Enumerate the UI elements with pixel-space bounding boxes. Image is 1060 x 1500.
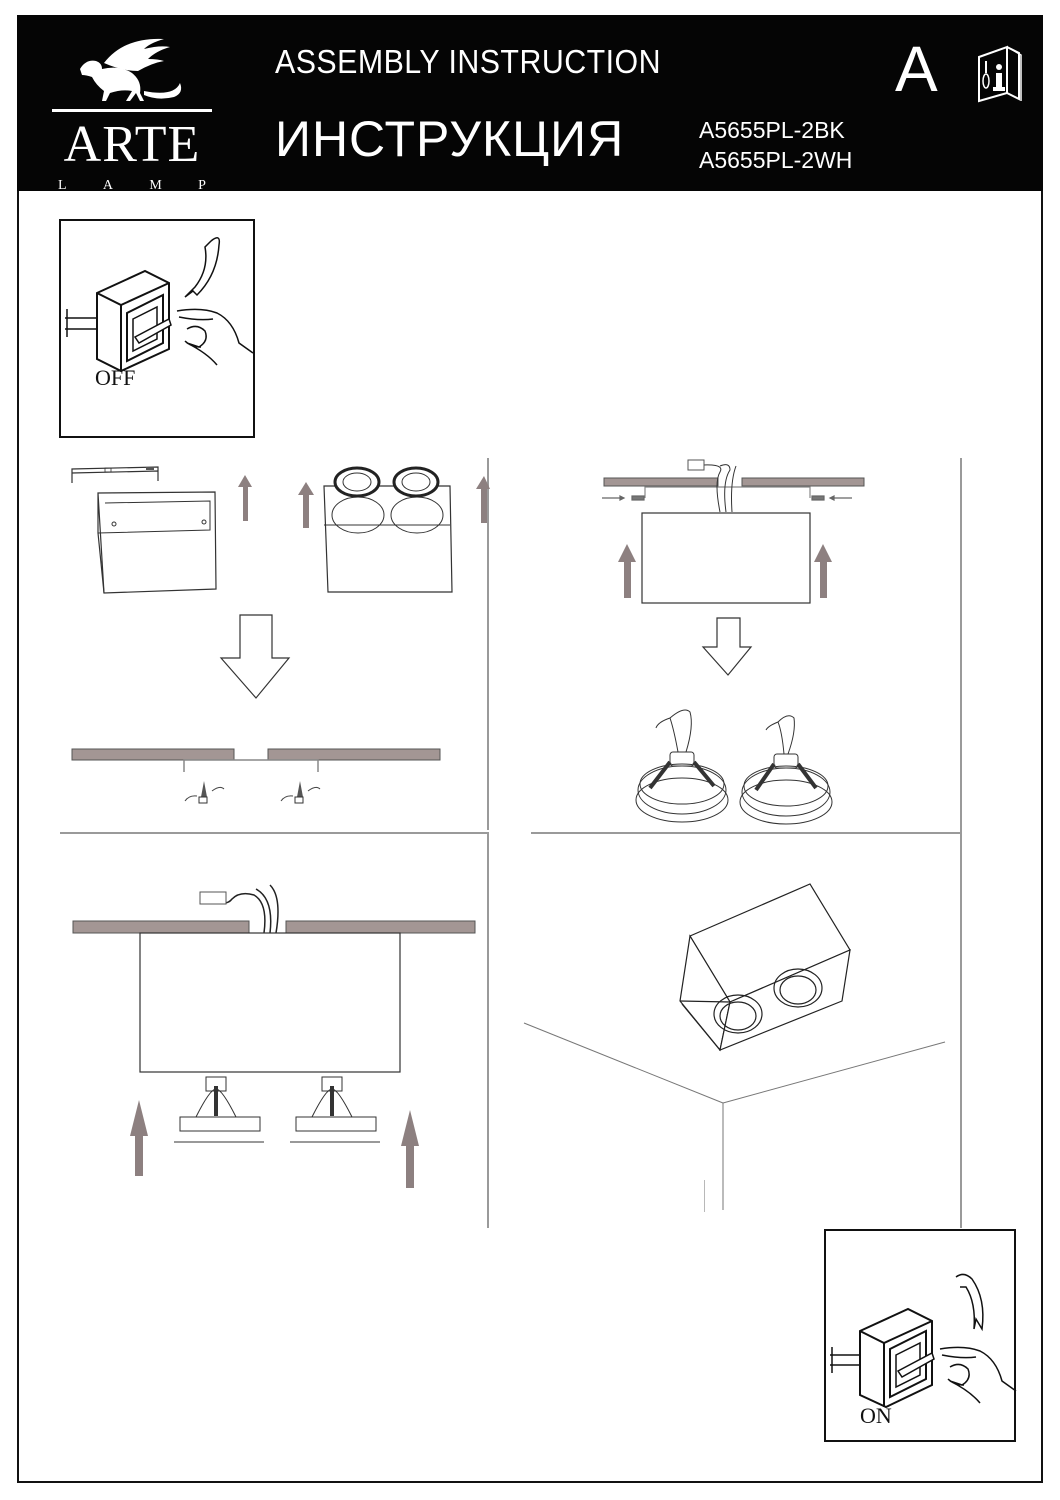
power-off-label: OFF [95,365,136,390]
housing-mounting-diagram [602,459,865,825]
brand-sub-letter: A [102,178,114,193]
grid-divider-horizontal-right [531,832,962,834]
title-english: ASSEMBLY INSTRUCTION [275,43,661,80]
step-insert-lamps-panel [60,860,490,1200]
brand-sub-letter: L [58,178,67,193]
step-power-on-panel: ON [824,1229,1017,1442]
griffin-logo-icon [52,38,212,112]
installed-lamp-diagram [523,883,946,1210]
power-on-label: ON [860,1403,892,1428]
brand-logo: ARTE L A M P [52,29,212,193]
wall-switch-off-icon [65,237,254,373]
step-remove-bracket-panel [60,455,490,830]
manual-book-icon [978,45,1022,103]
header-banner: ARTE L A M P ASSEMBLY INSTRUCTION ИНСТРУ… [17,15,1043,193]
brand-sub-letter: P [198,178,206,193]
model-number: A5655PL-2BK [699,117,845,143]
brand-sub-letter: M [149,178,162,193]
title-russian: ИНСТРУКЦИЯ [275,111,625,167]
brand-name: ARTE [63,116,201,173]
model-numbers: A5655PL-2BK A5655PL-2WH [699,115,852,175]
grid-divider-vertical-left-top [487,458,489,830]
step-attach-housing-panel [530,450,960,830]
grid-divider-vertical-right-small [704,1180,705,1212]
step-finished-panel [520,870,970,1220]
grid-divider-horizontal-left [60,832,489,834]
brand-subtitle: L A M P [52,179,212,193]
grid-divider-vertical-right [960,458,962,1228]
instruction-type-mark: A [895,33,938,105]
disassembly-diagram [71,466,490,804]
lamp-insertion-diagram [72,884,476,1188]
model-number: A5655PL-2WH [699,147,853,173]
wall-switch-on-icon [830,1273,1017,1409]
step-power-off-panel: OFF [59,219,255,438]
grid-divider-vertical-left-bottom [487,832,489,1228]
